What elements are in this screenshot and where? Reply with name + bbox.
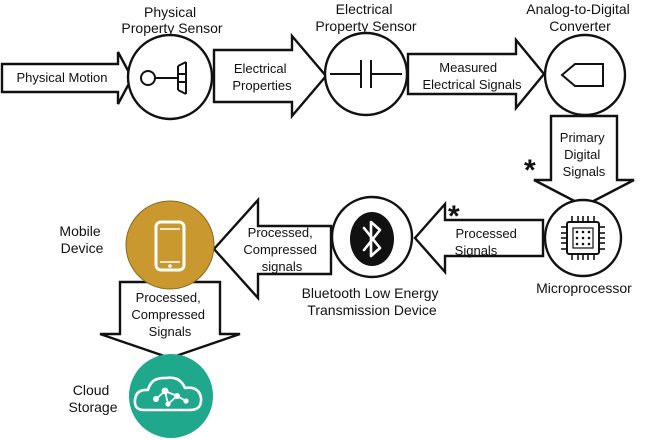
physical-sensor-node: [126, 33, 214, 121]
adc-label: Analog-to-Digital Converter: [526, 1, 633, 34]
physical-sensor-label: Physical Property Sensor: [121, 4, 222, 36]
compressed-to-mobile-label-line: Compressed: [243, 242, 317, 257]
processed-signals-label: Processed Signals: [455, 226, 521, 258]
mobile-node: [125, 200, 215, 290]
electrical-sensor-label-line: Property Sensor: [315, 18, 416, 34]
primary-digital-label-line: Signals: [563, 164, 606, 179]
capacitor-icon: [330, 60, 402, 88]
cloud-node: [129, 354, 213, 438]
electrical-properties-label-line: Properties: [232, 78, 292, 93]
bluetooth-icon: [362, 220, 382, 258]
primary-digital-label-line: Digital: [564, 147, 600, 162]
probe-sensor-icon: [140, 61, 187, 95]
mobile-label-line: Device: [61, 240, 104, 256]
arrow-compressed-to-mobile: [212, 196, 333, 302]
compressed-to-cloud-label-line: Compressed: [131, 307, 205, 322]
measured-signals-label: Measured Electrical Signals: [423, 60, 522, 92]
adc-label-line: Analog-to-Digital: [526, 1, 630, 17]
ble-label-line: Transmission Device: [307, 302, 437, 318]
electrical-properties-label-line: Electrical: [234, 61, 287, 76]
physical-motion-label: Physical Motion: [16, 70, 107, 85]
physical-sensor-label-line: Physical: [144, 4, 196, 20]
primary-digital-label-line: Primary: [560, 130, 605, 145]
arrow-processed-signals: [413, 200, 545, 276]
microprocessor-label: Microprocessor: [536, 280, 632, 296]
ble-node: [330, 195, 414, 279]
cloud-label-line: Cloud: [73, 382, 110, 398]
pentagon-converter-icon: [560, 63, 604, 87]
ble-label: Bluetooth Low Energy Transmission Device: [302, 285, 443, 318]
compressed-to-cloud-label-line: Processed,: [136, 290, 201, 305]
measured-signals-label-line: Electrical Signals: [423, 77, 522, 92]
electrical-sensor-label-line: Electrical: [336, 1, 393, 17]
electrical-sensor-label: Electrical Property Sensor: [315, 1, 416, 34]
adc-label-line: Converter: [549, 18, 611, 34]
arrow-physical-motion: [0, 51, 134, 105]
microprocessor-node: [543, 198, 623, 278]
cloud-network-icon: [133, 376, 203, 412]
mobile-label: Mobile Device: [59, 223, 104, 256]
compressed-to-mobile-label: Processed, Compressed signals: [243, 225, 320, 274]
adc-node: [543, 33, 627, 117]
electrical-properties-label: Electrical Properties: [232, 61, 292, 93]
compressed-to-cloud-label-line: Signals: [149, 324, 192, 339]
processed-signals-label-line: Signals: [455, 243, 498, 258]
microprocessor-label-line: Microprocessor: [536, 280, 632, 296]
microchip-icon: [561, 216, 605, 260]
cloud-label: Cloud Storage: [68, 382, 117, 415]
compressed-to-mobile-label-line: signals: [262, 259, 303, 274]
arrow-electrical-properties: [212, 32, 328, 120]
arrow-measured-signals: [406, 36, 546, 112]
physical-sensor-label-line: Property Sensor: [121, 20, 222, 36]
compressed-to-mobile-label-line: Processed,: [248, 225, 313, 240]
processed-signals-label-line: Processed: [455, 226, 516, 241]
asterisk-marker: *: [524, 154, 536, 187]
cloud-label-line: Storage: [68, 399, 117, 415]
arrow-primary-digital: [533, 114, 635, 208]
ble-label-line: Bluetooth Low Energy: [302, 285, 439, 301]
compressed-to-cloud-label: Processed, Compressed Signals: [131, 290, 208, 339]
arrow-compressed-to-cloud: [99, 280, 241, 360]
primary-digital-label: Primary Digital Signals: [560, 130, 608, 179]
physical-motion-label-line: Physical Motion: [16, 70, 107, 85]
smartphone-icon: [154, 220, 186, 272]
electrical-sensor-node: [323, 31, 409, 117]
asterisk-marker: *: [448, 200, 460, 233]
measured-signals-label-line: Measured: [439, 60, 497, 75]
mobile-label-line: Mobile: [59, 223, 100, 239]
